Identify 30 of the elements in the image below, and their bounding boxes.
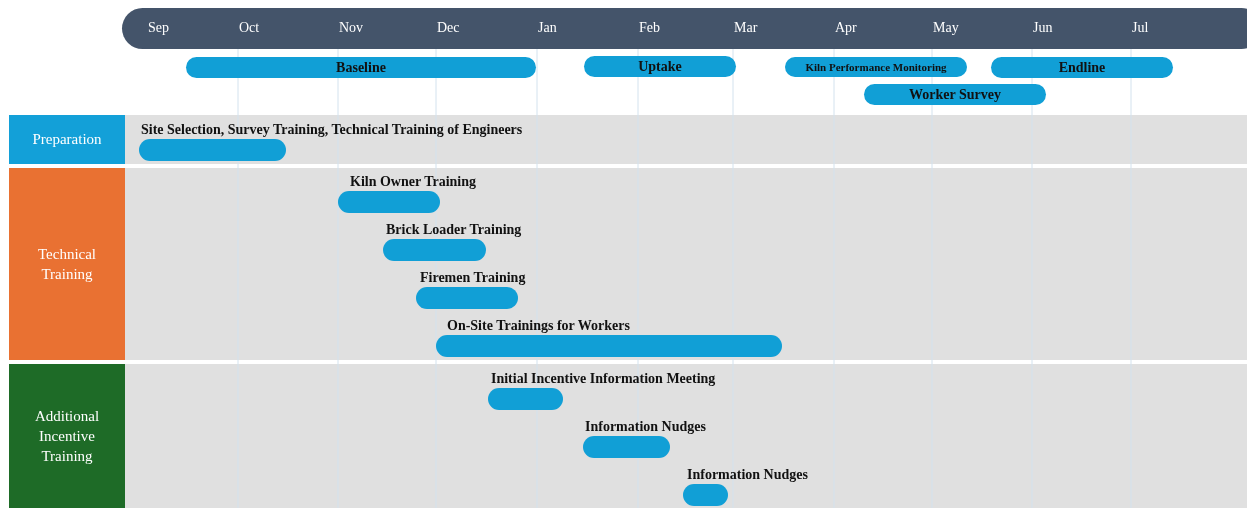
task-label: Site Selection, Survey Training, Technical Training of Engineers (141, 122, 523, 138)
phase-row (9, 115, 1247, 164)
survey-bar: Uptake (584, 56, 736, 77)
survey-bar: Kiln Performance Monitoring (785, 57, 967, 77)
month-label: Jan (538, 20, 557, 36)
month-label: Jul (1132, 20, 1149, 36)
phase-label: Additional Incentive Training (9, 364, 125, 508)
task-label: On-Site Trainings for Workers (447, 318, 630, 334)
task-label: Firemen Training (420, 270, 526, 286)
survey-bar: Worker Survey (864, 84, 1046, 105)
month-label: Dec (437, 20, 460, 36)
phase-label: Technical Training (9, 168, 125, 360)
month-label: Mar (734, 20, 758, 36)
survey-bar: Baseline (186, 57, 536, 78)
task-label: Initial Incentive Information Meeting (491, 371, 716, 387)
month-label: Oct (239, 20, 260, 36)
month-label: Sep (148, 20, 169, 36)
phase-row (9, 364, 1247, 508)
month-label: Jun (1033, 20, 1053, 36)
task-label: Kiln Owner Training (350, 174, 477, 190)
month-label: Apr (835, 20, 857, 36)
month-label: May (933, 20, 959, 36)
task-label: Brick Loader Training (386, 222, 522, 238)
month-label: Nov (339, 20, 364, 36)
task-label: Information Nudges (687, 467, 808, 483)
phase-row (9, 168, 1247, 360)
survey-bar: Endline (991, 57, 1173, 78)
task-label: Information Nudges (585, 419, 706, 435)
month-label: Feb (639, 20, 660, 36)
phase-label: Preparation (9, 115, 125, 164)
